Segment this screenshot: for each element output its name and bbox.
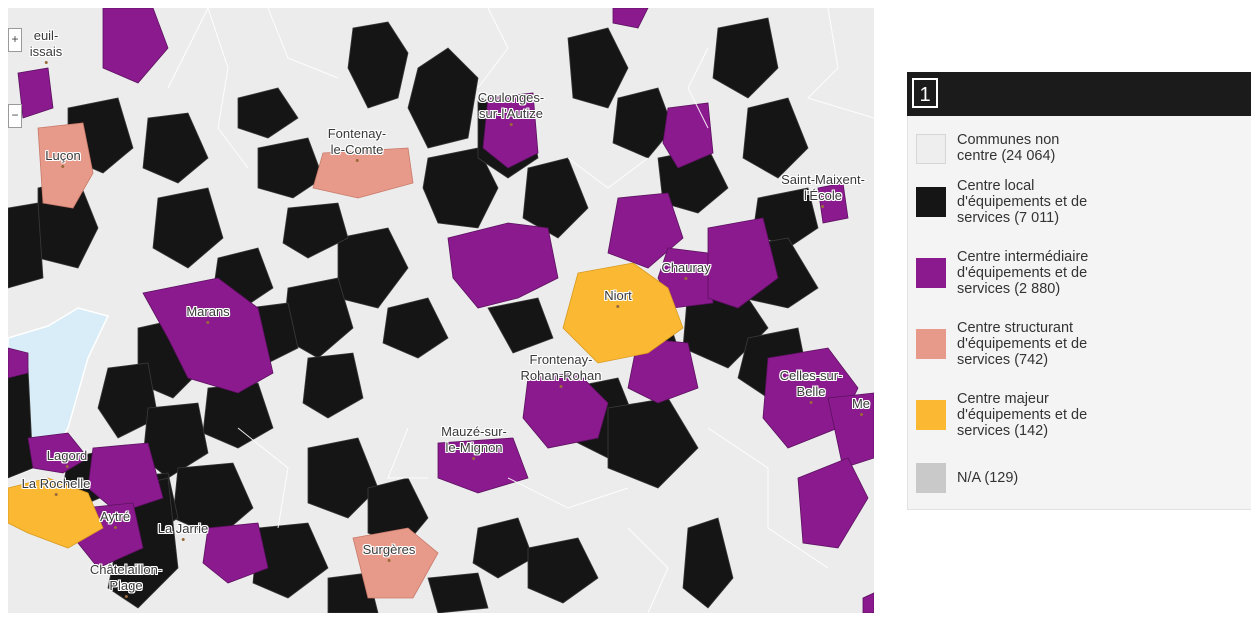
legend-header: 1 [907, 72, 1251, 116]
intermediate-centres [8, 8, 874, 613]
city-dot [387, 559, 391, 562]
legend-label-line: services (742) [957, 352, 1049, 368]
legend-swatch [916, 463, 946, 493]
legend-swatch [916, 329, 946, 359]
legend-label-line: services (2 880) [957, 281, 1061, 297]
city-label: Luçon [45, 148, 81, 168]
city-label: Marans [186, 304, 230, 324]
city-label: Surgères [363, 542, 415, 562]
legend-body [907, 116, 1251, 510]
city-dot [472, 457, 476, 460]
city-dot [124, 595, 128, 598]
city-dot [181, 538, 185, 541]
legend-label-line: d'équipements et de [957, 265, 1088, 281]
city-label: La Jarrie [158, 521, 208, 541]
city-dot [113, 526, 117, 529]
choropleth-map[interactable]: + − euil- issais Luçon Fontenay- le-Comt… [8, 8, 874, 613]
structuring-centres [37, 122, 439, 599]
legend-swatch [916, 134, 946, 164]
city-label: Châtelaillon- Plage [90, 562, 162, 598]
city-dot [355, 159, 359, 162]
legend-swatch [916, 400, 946, 430]
city-dot [559, 385, 563, 388]
city-dot [859, 413, 863, 416]
legend-label-line: Centre intermédiaire [957, 249, 1089, 265]
legend-label-line: d'équipements et de [957, 336, 1088, 352]
city-dot [509, 123, 513, 126]
legend-swatch [916, 258, 946, 288]
legend-label-line: services (142) [957, 423, 1049, 439]
city-dot [44, 61, 48, 64]
city-label: Aytré [100, 509, 130, 529]
legend-label-line: services (7 011) [957, 210, 1060, 226]
city-label: Lagord [47, 448, 87, 468]
legend-label-line: d'équipements et de [957, 194, 1088, 210]
legend-label-line: N/A (129) [957, 470, 1019, 486]
legend-label: N/A (129) [957, 470, 1157, 486]
legend-label-line: Communes non [957, 132, 1060, 148]
legend-label-line: Centre local [957, 178, 1035, 194]
city-label: euil- issais [30, 28, 62, 64]
city-dot [616, 305, 620, 308]
city-dot [206, 321, 210, 324]
legend-label-line: Centre majeur [957, 391, 1049, 407]
city-label: Coulonges- sur-l'Autize [478, 90, 544, 126]
city-label: Me [852, 396, 870, 416]
city-label: Frontenay- Rohan-Rohan [521, 352, 601, 388]
legend-label-line: centre (24 064) [957, 148, 1056, 164]
city-dot [821, 205, 825, 208]
city-dot [54, 493, 58, 496]
city-label: Saint-Maixent- l'École [781, 172, 865, 208]
city-label: La Rochelle [22, 476, 90, 496]
city-dot [684, 277, 688, 280]
city-label: Mauzé-sur- le-Mignon [441, 424, 507, 460]
city-label: Celles-sur- Belle [780, 368, 842, 404]
city-label: Fontenay- le-Comte [328, 126, 386, 162]
city-dot [65, 465, 69, 468]
legend-label-line: Centre structurant [957, 320, 1074, 336]
major-centres [8, 262, 684, 549]
legend-swatch [916, 187, 946, 217]
commune-borders [167, 8, 874, 613]
city-label: Niort [604, 288, 632, 308]
legend-label-line: d'équipements et de [957, 407, 1088, 423]
zoom-out-button[interactable]: − [8, 104, 22, 128]
map-canvas [8, 8, 874, 613]
city-dot [61, 165, 65, 168]
legend-number-badge[interactable]: 1 [912, 78, 938, 108]
city-label: Chauray [661, 260, 711, 280]
zoom-in-button[interactable]: + [8, 28, 22, 52]
city-dot [809, 401, 813, 404]
